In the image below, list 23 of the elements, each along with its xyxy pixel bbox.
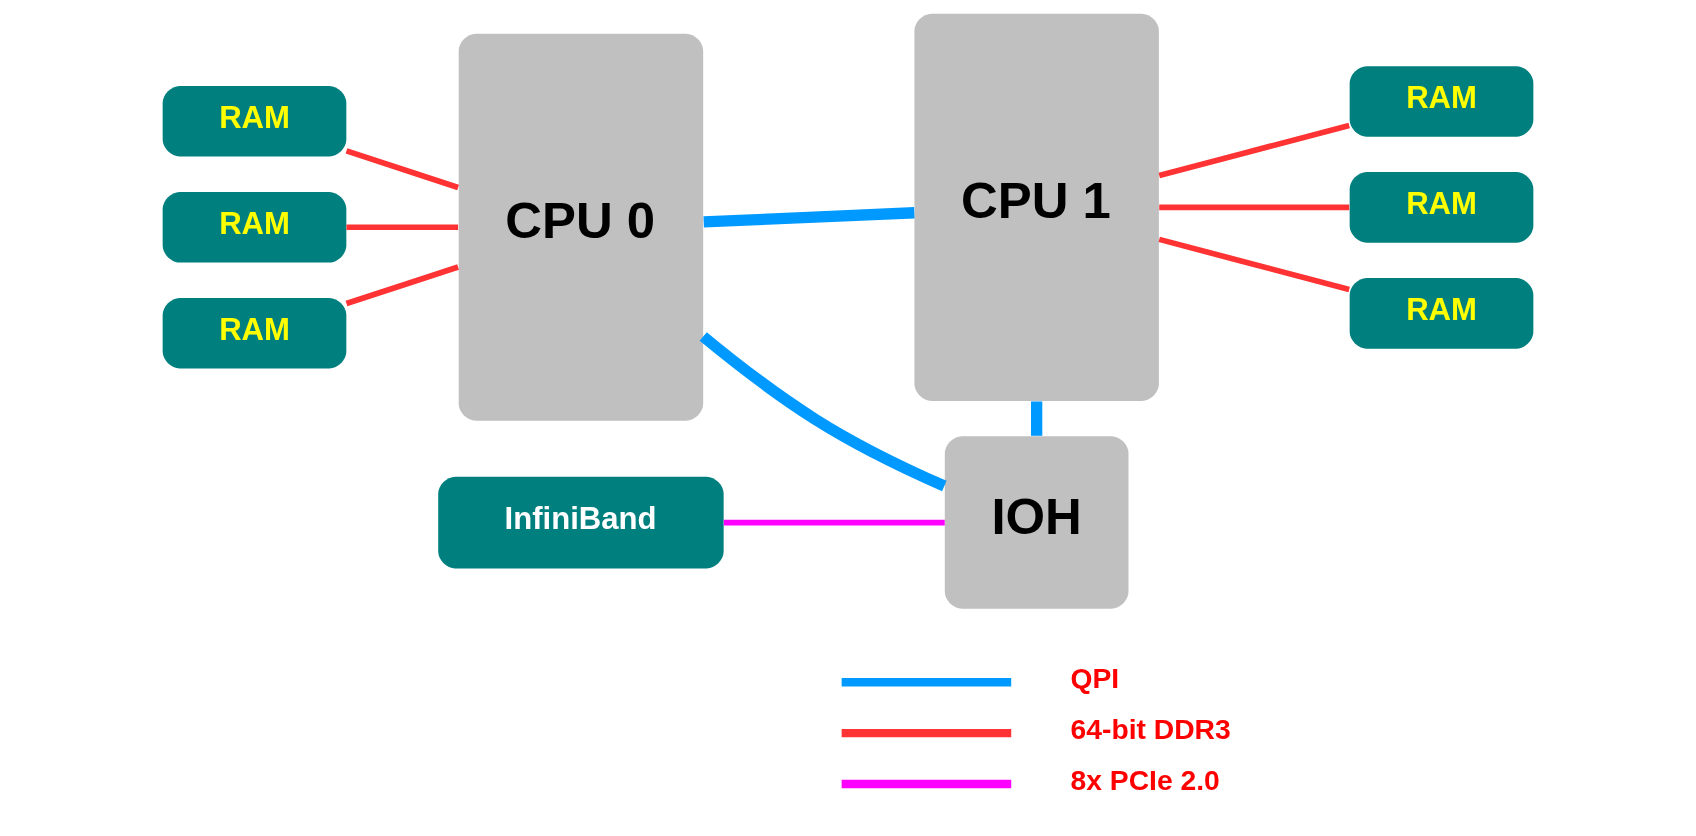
connector [346,224,459,231]
legend-label: QPI [1070,661,1120,694]
node-box: CPU 0 [458,33,704,421]
legend-label: 64-bit DDR3 [1070,712,1231,745]
connector [1159,204,1350,211]
node-box: CPU 1 [914,13,1159,402]
connector [1031,401,1043,436]
node-box: RAM [1349,172,1534,243]
connector [345,148,459,191]
connector [699,332,947,492]
connector [1158,236,1350,293]
connector [345,264,459,307]
connector [723,519,945,526]
connector [1158,122,1350,179]
node-box: IOH [944,436,1129,609]
node-box: RAM [1349,66,1534,137]
node-box: RAM [162,191,347,263]
legend-label: 8x PCIe 2.0 [1070,763,1220,796]
connector [703,207,915,228]
node-box: RAM [162,85,347,157]
node-box: InfiniBand [438,476,724,569]
node-box: RAM [1349,278,1534,349]
node-box: RAM [162,297,347,369]
